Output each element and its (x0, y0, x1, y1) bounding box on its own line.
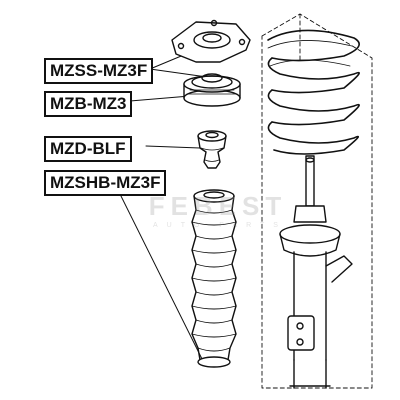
part-label-bump-stop[interactable]: MZD-BLF (44, 136, 132, 162)
part-label-bearing[interactable]: MZB-MZ3 (44, 91, 133, 117)
top-mount-part (171, 19, 251, 63)
dust-boot-part (191, 189, 237, 368)
part-label-dust-boot[interactable]: MZSHB-MZ3F (44, 170, 167, 196)
coil-spring (267, 29, 360, 155)
bump-stop-part (197, 130, 227, 169)
part-label-top-mount[interactable]: MZSS-MZ3F (44, 58, 154, 84)
assembly-frame (261, 13, 373, 389)
shock-absorber (279, 155, 353, 389)
bearing-part (183, 73, 241, 107)
